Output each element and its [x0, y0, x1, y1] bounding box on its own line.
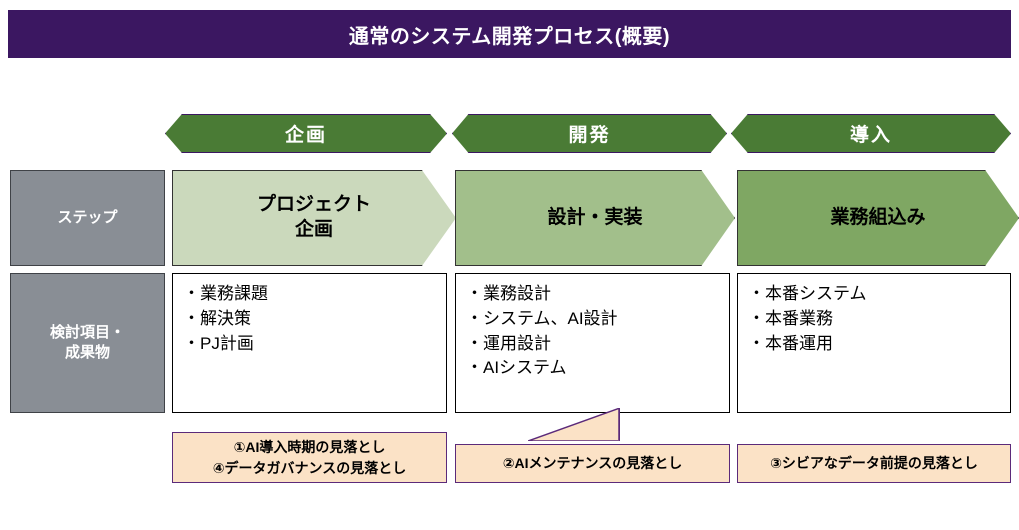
- step-label: 業務組込み: [830, 206, 926, 228]
- phase-chevron-row: 企画 開発 導入: [0, 114, 1019, 154]
- row-label-text: 検討項目・ 成果物: [49, 323, 125, 361]
- phase-label: 導入: [849, 125, 892, 146]
- step-arrow-business-integration: 業務組込み: [737, 170, 1019, 266]
- phase-chevron-planning: 企画: [165, 114, 447, 153]
- detail-box-introduction: ・本番システム ・本番業務 ・本番運用: [737, 273, 1011, 413]
- detail-box-planning: ・業務課題 ・解決策 ・PJ計画: [172, 273, 447, 413]
- bullet-line: ・AIシステム: [466, 358, 567, 378]
- step-arrow-design-implementation: 設計・実装: [455, 170, 735, 266]
- callout-line: ①AI導入時期の見落とし: [233, 439, 386, 456]
- bullet-line: ・本番運用: [748, 333, 833, 353]
- step-label: プロジェクト 企画: [256, 194, 371, 240]
- phase-label: 企画: [284, 125, 327, 146]
- detail-box-row: ・業務課題 ・解決策 ・PJ計画 ・業務設計 ・システム、AI設計 ・運用設計 …: [0, 273, 1019, 413]
- step-arrow-row: プロジェクト 企画 設計・実装 業務組込み: [0, 170, 1019, 266]
- phase-chevron-introduction: 導入: [731, 114, 1011, 153]
- callout-development-risks: ②AIメンテナンスの見落とし: [455, 444, 730, 483]
- row-label-text: ステップ: [57, 208, 118, 226]
- row-label-step: ステップ: [10, 170, 165, 266]
- detail-box-development: ・業務設計 ・システム、AI設計 ・運用設計 ・AIシステム: [455, 273, 730, 413]
- callout-row: ①AI導入時期の見落とし ④データガバナンスの見落とし ②AIメンテナンスの見落…: [0, 408, 1019, 525]
- callout-planning-risks: ①AI導入時期の見落とし ④データガバナンスの見落とし: [172, 408, 620, 483]
- bullet-line: ・本番業務: [748, 308, 833, 328]
- step-label: 設計・実装: [547, 206, 643, 228]
- phase-chevron-development: 開発: [452, 114, 727, 153]
- bullet-line: ・運用設計: [466, 333, 551, 353]
- callout-pointer-icon: [528, 408, 620, 441]
- bullet-line: ・業務課題: [183, 284, 268, 303]
- bullet-line: ・PJ計画: [183, 333, 254, 353]
- callout-line: ④データガバナンスの見落とし: [212, 459, 407, 476]
- callout-line: ②AIメンテナンスの見落とし: [502, 455, 683, 472]
- row-label-review-items: 検討項目・ 成果物: [10, 273, 165, 413]
- step-arrow-project-planning: プロジェクト 企画: [172, 170, 456, 266]
- bullet-line: ・業務設計: [466, 284, 551, 303]
- page-title-banner: 通常のシステム開発プロセス(概要): [8, 10, 1011, 58]
- bullet-line: ・解決策: [183, 308, 251, 328]
- page-title: 通常のシステム開発プロセス(概要): [348, 25, 671, 48]
- bullet-line: ・システム、AI設計: [466, 308, 618, 328]
- callout-line: ③シビアなデータ前提の見落とし: [770, 455, 978, 472]
- callout-introduction-risks: ③シビアなデータ前提の見落とし: [737, 444, 1011, 483]
- bullet-line: ・本番システム: [748, 284, 867, 303]
- phase-label: 開発: [568, 125, 611, 146]
